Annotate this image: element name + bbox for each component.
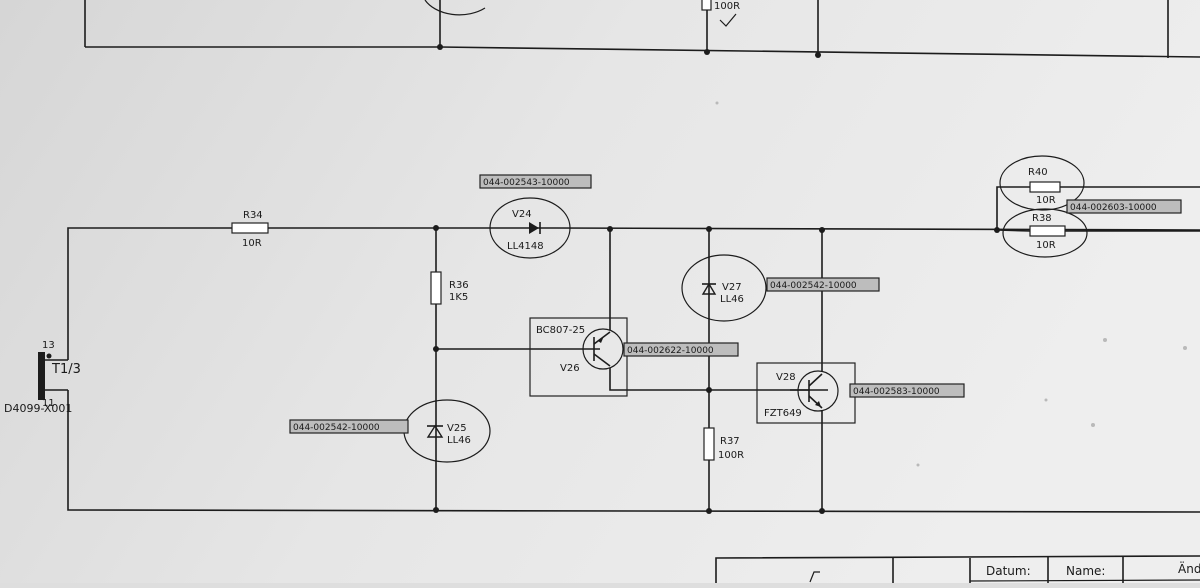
title-change-label: Änd [1178, 561, 1200, 576]
top-partial-circuit: 100R [84, 0, 1200, 58]
connector-t1-3: 13 T1/3 11 D4099-X001 [4, 340, 81, 415]
v26-ref: V26 [560, 363, 580, 374]
v25-type: LL46 [447, 435, 471, 446]
title-datum-label: Datum: [986, 564, 1031, 578]
resistor-r36: R36 1K5 [430, 271, 469, 305]
resistor-r34: R34 10R [231, 210, 269, 249]
r36-value: 1K5 [449, 292, 468, 303]
r38-ref: R38 [1032, 213, 1052, 224]
v26-type: BC807-25 [536, 325, 585, 336]
r40-value: 10R [1036, 195, 1056, 206]
v28-ref: V28 [776, 372, 796, 383]
v28-type: FZT649 [764, 408, 802, 419]
connector-part-number: D4099-X001 [4, 402, 72, 415]
v27-type: LL46 [720, 294, 744, 305]
main-wiring [67, 186, 1200, 514]
v28-tag: 044-002583-10000 [853, 387, 940, 397]
parallel-tag: 044-002603-10000 [1070, 203, 1157, 213]
paper-specks [715, 101, 1187, 467]
transistor-v28: V28 FZT649 044-002583-10000 [756, 362, 965, 424]
v24-type: LL4148 [507, 241, 544, 252]
connector-ref: T1/3 [51, 362, 81, 377]
title-block: Datum: Name: Änd [715, 555, 1200, 583]
r34-value: 10R [242, 238, 262, 249]
v27-ref: V27 [722, 282, 742, 293]
r34-ref: R34 [243, 210, 263, 221]
v27-tag: 044-002542-10000 [770, 281, 857, 291]
r37-ref: R37 [720, 436, 740, 447]
diode-v24: V24 LL4148 044-002543-10000 [479, 174, 592, 259]
v24-ref: V24 [512, 209, 532, 220]
transistor-v26: BC807-25 V26 044-002622-10000 [529, 317, 739, 397]
v24-tag: 044-002543-10000 [483, 178, 570, 188]
v25-ref: V25 [447, 423, 467, 434]
v25-tag: 044-002542-10000 [293, 423, 380, 433]
r40-ref: R40 [1028, 167, 1048, 178]
top-resistor-value: 100R [714, 1, 740, 12]
r36-ref: R36 [449, 280, 469, 291]
connector-pin-top: 13 [42, 340, 55, 351]
title-name-label: Name: [1066, 564, 1105, 578]
r37-value: 100R [718, 450, 744, 461]
v26-tag: 044-002622-10000 [627, 346, 714, 356]
resistors-r40-r38: R40 10R R38 10R 044-002603-10000 [996, 155, 1182, 258]
r38-value: 10R [1036, 240, 1056, 251]
connector-pin-bottom: 11 [42, 398, 55, 409]
diode-v25: V25 LL46 044-002542-10000 [289, 399, 491, 463]
resistor-r37: R37 100R [703, 427, 744, 461]
diode-v27: V27 LL46 044-002542-10000 [681, 254, 880, 322]
